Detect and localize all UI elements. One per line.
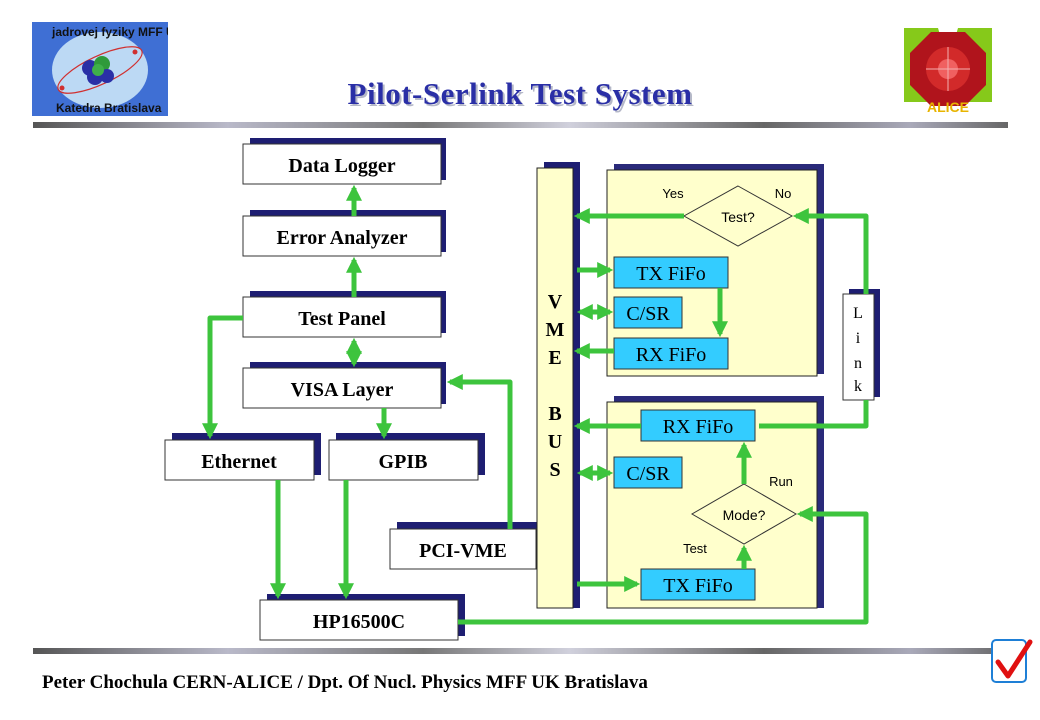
link-letter-4: k <box>854 378 862 395</box>
lower-tx-fifo-box: TX FiFo <box>640 568 756 601</box>
vme-letter-7: S <box>549 459 560 481</box>
alice-logo-text: ALICE <box>927 99 969 115</box>
bottom-divider <box>33 648 1008 654</box>
lower-rx-fifo-label: RX FiFo <box>663 416 734 438</box>
error-analyzer-box: Error Analyzer <box>242 210 446 257</box>
link-letter-3: n <box>854 355 862 372</box>
lower-rx-fifo-box: RX FiFo <box>640 409 756 442</box>
mode-decision-label: Mode? <box>723 507 766 523</box>
link-letter-2: i <box>856 330 861 347</box>
data-logger-box: Data Logger <box>242 138 446 185</box>
page-title: Pilot-Serlink Test System <box>347 76 693 111</box>
upper-tx-fifo-box: TX FiFo <box>613 256 729 289</box>
vme-letter-6: U <box>548 431 562 453</box>
lower-csr-label: C/SR <box>626 463 670 485</box>
test-decision-diamond: Test? <box>682 185 794 247</box>
ethernet-box: Ethernet <box>164 433 321 481</box>
test-decision-label: Test? <box>721 209 755 225</box>
vme-letter-5: B <box>548 403 561 425</box>
line-hp-to-link <box>458 505 869 625</box>
footer-credit: Peter Chochula CERN-ALICE / Dpt. Of Nucl… <box>42 672 648 693</box>
line-link-to-rx <box>759 400 869 429</box>
run-label: Run <box>769 474 793 489</box>
line-visa-to-pcivme <box>446 373 513 529</box>
hp16500c-label: HP16500C <box>313 611 405 633</box>
visa-layer-box: VISA Layer <box>242 362 446 409</box>
test-panel-box: Test Panel <box>242 291 446 338</box>
logo-arc-text-top: jadrovej fyziky MFF UK <box>51 25 168 39</box>
upper-csr-box: C/SR <box>613 296 683 329</box>
test-label: Test <box>683 541 707 556</box>
pci-vme-label: PCI-VME <box>419 540 507 562</box>
yes-label: Yes <box>662 186 684 201</box>
alice-logo: ALICE <box>898 22 998 116</box>
line-link-to-test <box>792 207 869 294</box>
upper-csr-label: C/SR <box>626 303 670 325</box>
visa-layer-label: VISA Layer <box>291 379 394 401</box>
upper-rx-fifo-box: RX FiFo <box>613 337 729 370</box>
link-box: L i n k <box>842 289 880 401</box>
mode-decision-diamond: Mode? <box>690 483 798 545</box>
data-logger-label: Data Logger <box>288 155 395 177</box>
lower-csr-box: C/SR <box>613 456 683 489</box>
gpib-label: GPIB <box>379 451 428 473</box>
upper-rx-fifo-label: RX FiFo <box>636 344 707 366</box>
checkmark-icon[interactable] <box>990 636 1034 686</box>
link-letter-1: L <box>853 305 863 322</box>
no-label: No <box>775 186 792 201</box>
top-divider <box>33 122 1008 128</box>
vme-letter-3: E <box>548 347 561 369</box>
vme-letter-2: M <box>546 319 565 341</box>
hp16500c-box: HP16500C <box>259 594 465 641</box>
gpib-box: GPIB <box>328 433 485 481</box>
lower-tx-fifo-label: TX FiFo <box>663 575 732 597</box>
connectors <box>201 184 869 625</box>
vme-bus-box: V M E B U S <box>536 162 580 609</box>
upper-tx-fifo-label: TX FiFo <box>636 263 705 285</box>
error-analyzer-label: Error Analyzer <box>277 227 408 249</box>
vme-letter-1: V <box>548 291 563 313</box>
test-panel-label: Test Panel <box>298 308 386 330</box>
logo-arc-text-bottom: Katedra Bratislava <box>56 101 162 115</box>
mff-uk-logo: jadrovej fyziky MFF UK Katedra Bratislav… <box>32 22 184 116</box>
line-panel-to-ethernet <box>201 315 243 440</box>
ethernet-label: Ethernet <box>201 451 277 473</box>
pci-vme-box: PCI-VME <box>389 522 543 570</box>
